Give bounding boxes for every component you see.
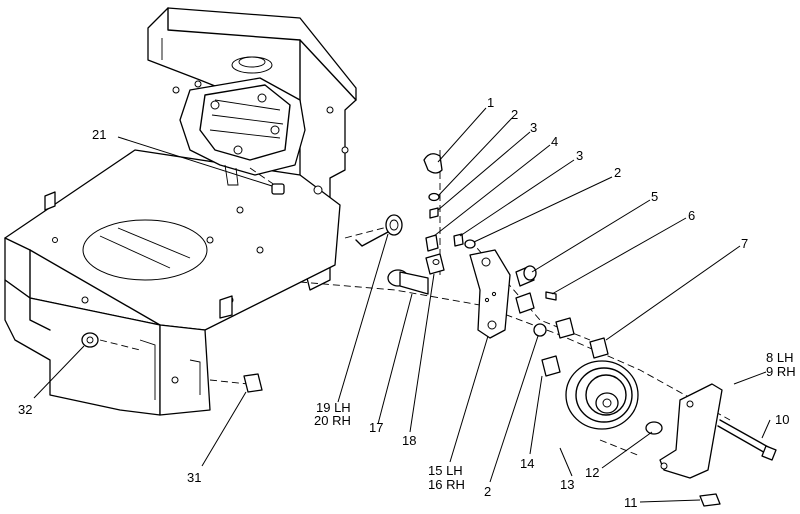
leader-lines — [33, 107, 771, 503]
part-12-spacer — [645, 421, 663, 435]
frame-assembly — [4, 7, 357, 416]
part-17-shoulder-bolt — [387, 269, 429, 295]
callout-labels: 1 2 3 4 3 2 5 6 7 8 LH 9 RH 10 11 12 13 … — [18, 95, 796, 510]
callout-13: 13 — [560, 477, 574, 492]
part-2-washer-lower — [533, 323, 547, 337]
callout-3-b: 3 — [576, 148, 583, 163]
callout-4: 4 — [551, 134, 558, 149]
part-10-bolt — [717, 419, 777, 461]
callout-19: 19 LH — [316, 400, 351, 415]
callout-12: 12 — [585, 465, 599, 480]
callout-5: 5 — [651, 189, 658, 204]
part-1-clip — [423, 153, 443, 174]
callout-31: 31 — [187, 470, 201, 485]
callout-16: 16 RH — [428, 477, 465, 492]
callout-14: 14 — [520, 456, 534, 471]
callout-15: 15 LH — [428, 463, 463, 478]
part-6-bolt — [545, 291, 557, 301]
part-8-9-belt-guard — [659, 383, 723, 479]
part-3-pin-lower — [453, 233, 464, 247]
bushing-upper — [555, 317, 609, 359]
callout-6: 6 — [688, 208, 695, 223]
callout-2: 2 — [511, 107, 518, 122]
callout-8: 8 LH — [766, 350, 793, 365]
transmission-housing — [179, 77, 306, 186]
callout-2-c: 2 — [484, 484, 491, 499]
callout-9: 9 RH — [766, 364, 796, 379]
callout-3: 3 — [530, 120, 537, 135]
part-13-idler-pulley — [565, 360, 639, 430]
callout-2-b: 2 — [614, 165, 621, 180]
callout-32: 32 — [18, 402, 32, 417]
callout-11: 11 — [624, 495, 638, 510]
part-2-washer-upper — [428, 192, 440, 202]
part-15-16-idler-arm — [469, 249, 511, 339]
part-11-bolt — [699, 493, 721, 507]
part-18-pivot — [425, 253, 445, 275]
spacer-lower — [515, 292, 535, 314]
part-31-bolt — [243, 373, 263, 393]
part-3-pin-upper — [429, 207, 439, 219]
part-2-washer-mid — [464, 239, 476, 249]
part-19-20-spring — [355, 214, 403, 247]
part-14-bushing — [541, 355, 561, 377]
callout-10: 10 — [775, 412, 789, 427]
part-4-spacer — [425, 234, 439, 252]
callout-7: 7 — [741, 236, 748, 251]
callout-18: 18 — [402, 433, 416, 448]
callout-21: 21 — [92, 127, 106, 142]
part-5-spacer — [515, 265, 537, 287]
callout-1: 1 — [487, 95, 494, 110]
callout-17: 17 — [369, 420, 383, 435]
part-21-nut — [271, 183, 285, 195]
part-32-nut — [81, 332, 99, 348]
callout-20: 20 RH — [314, 413, 351, 428]
